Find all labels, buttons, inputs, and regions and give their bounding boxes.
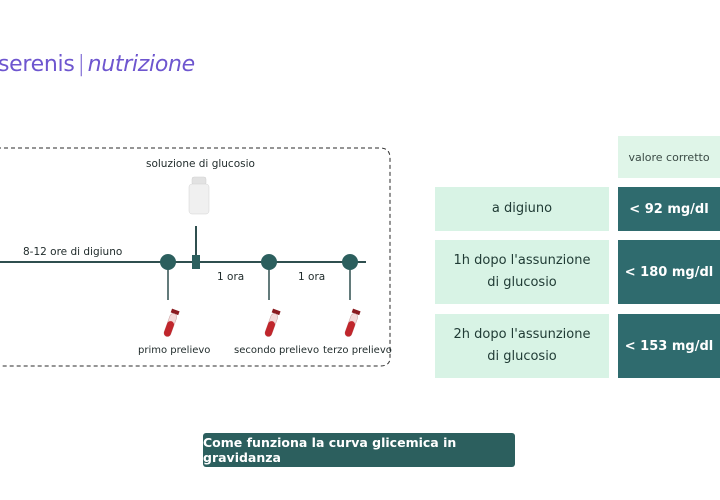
fasting-label: 8-12 ore di digiuno (23, 246, 123, 258)
table-header: valore corretto (618, 136, 720, 178)
table-row-value: < 92 mg/dl (618, 187, 720, 231)
blood-tube-icon (344, 308, 361, 337)
timeline-node (342, 254, 358, 300)
table-row-value: < 153 mg/dl (618, 314, 720, 378)
cta-label: Come funziona la curva glicemica in grav… (203, 435, 457, 465)
timeline-node (160, 254, 176, 300)
draw-label: terzo prelievo (323, 345, 392, 356)
blood-tube-icon (163, 308, 180, 337)
diagram-graphics (0, 147, 391, 367)
table-row-label: 1h dopo l'assunzione di glucosio (435, 240, 609, 304)
logo-divider: | (77, 52, 85, 77)
glucose-test-diagram: soluzione di glucosio 8-12 ore di digiun… (0, 0, 400, 380)
cta-banner[interactable]: Come funziona la curva glicemica in grav… (203, 433, 515, 467)
interval-label: 1 ora (298, 271, 326, 283)
table-row-label: a digiuno (435, 187, 609, 231)
blood-tube-icon (264, 308, 281, 337)
glucose-solution-label: soluzione di glucosio (146, 158, 255, 170)
table-row-value: < 180 mg/dl (618, 240, 720, 304)
draw-label: secondo prelievo (234, 345, 320, 356)
brand-name: serenis (0, 52, 75, 77)
table-row-label: 2h dopo l'assunzione di glucosio (435, 314, 609, 378)
draw-label: primo prelievo (138, 345, 211, 356)
diagram-frame (0, 147, 391, 367)
brand-product: nutrizione (87, 52, 196, 77)
glucose-bottle-icon (188, 176, 210, 215)
timeline-node (261, 254, 277, 300)
brand-logo: serenis|nutrizione (0, 52, 195, 77)
interval-label: 1 ora (217, 271, 245, 283)
glucose-marker (192, 255, 200, 269)
